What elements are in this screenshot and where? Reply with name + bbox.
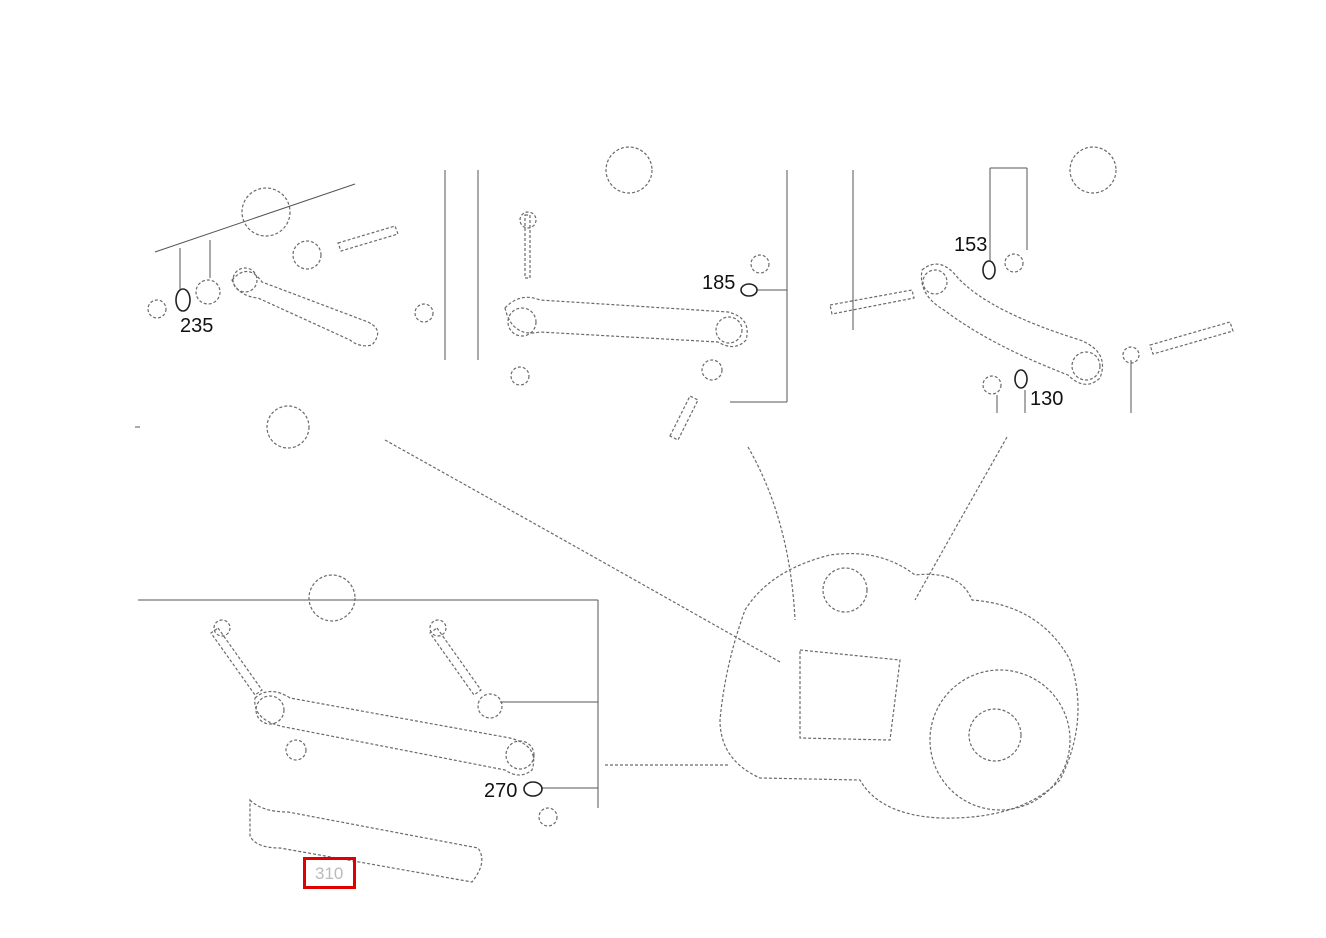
part-control-arm-icon bbox=[231, 270, 379, 347]
part-washer-icon bbox=[523, 781, 543, 797]
highlighted-callout-310[interactable]: 310 bbox=[303, 857, 356, 889]
group-upper-middle bbox=[477, 146, 788, 441]
part-washer-icon bbox=[740, 283, 758, 297]
part-control-arm-icon bbox=[254, 690, 535, 776]
part-cap-icon bbox=[308, 574, 356, 622]
part-bushing-icon bbox=[175, 288, 191, 312]
callout-185: 185 bbox=[702, 272, 736, 294]
part-control-arm-icon bbox=[504, 296, 748, 348]
part-washer-icon bbox=[982, 260, 996, 280]
part-nut-icon bbox=[147, 299, 167, 319]
group-lower-left bbox=[138, 574, 599, 883]
part-cap-icon bbox=[1069, 146, 1117, 194]
callout-153: 153 bbox=[954, 234, 988, 256]
callout-270: 270 bbox=[484, 780, 518, 802]
part-washer-icon bbox=[292, 240, 322, 270]
callout-235: 235 bbox=[180, 315, 214, 337]
group-upper-right bbox=[829, 146, 1234, 413]
part-bolt-icon bbox=[337, 225, 399, 252]
callout-130: 130 bbox=[1030, 388, 1064, 410]
part-marker-icon bbox=[266, 405, 310, 449]
part-cap-icon bbox=[605, 146, 653, 194]
highlight-label: 310 bbox=[315, 864, 344, 883]
group-upper-left bbox=[147, 170, 446, 360]
part-bar-icon bbox=[249, 798, 483, 883]
part-control-arm-icon bbox=[920, 263, 1104, 385]
part-cap-icon bbox=[241, 187, 291, 237]
axle-assembly bbox=[605, 552, 1079, 819]
